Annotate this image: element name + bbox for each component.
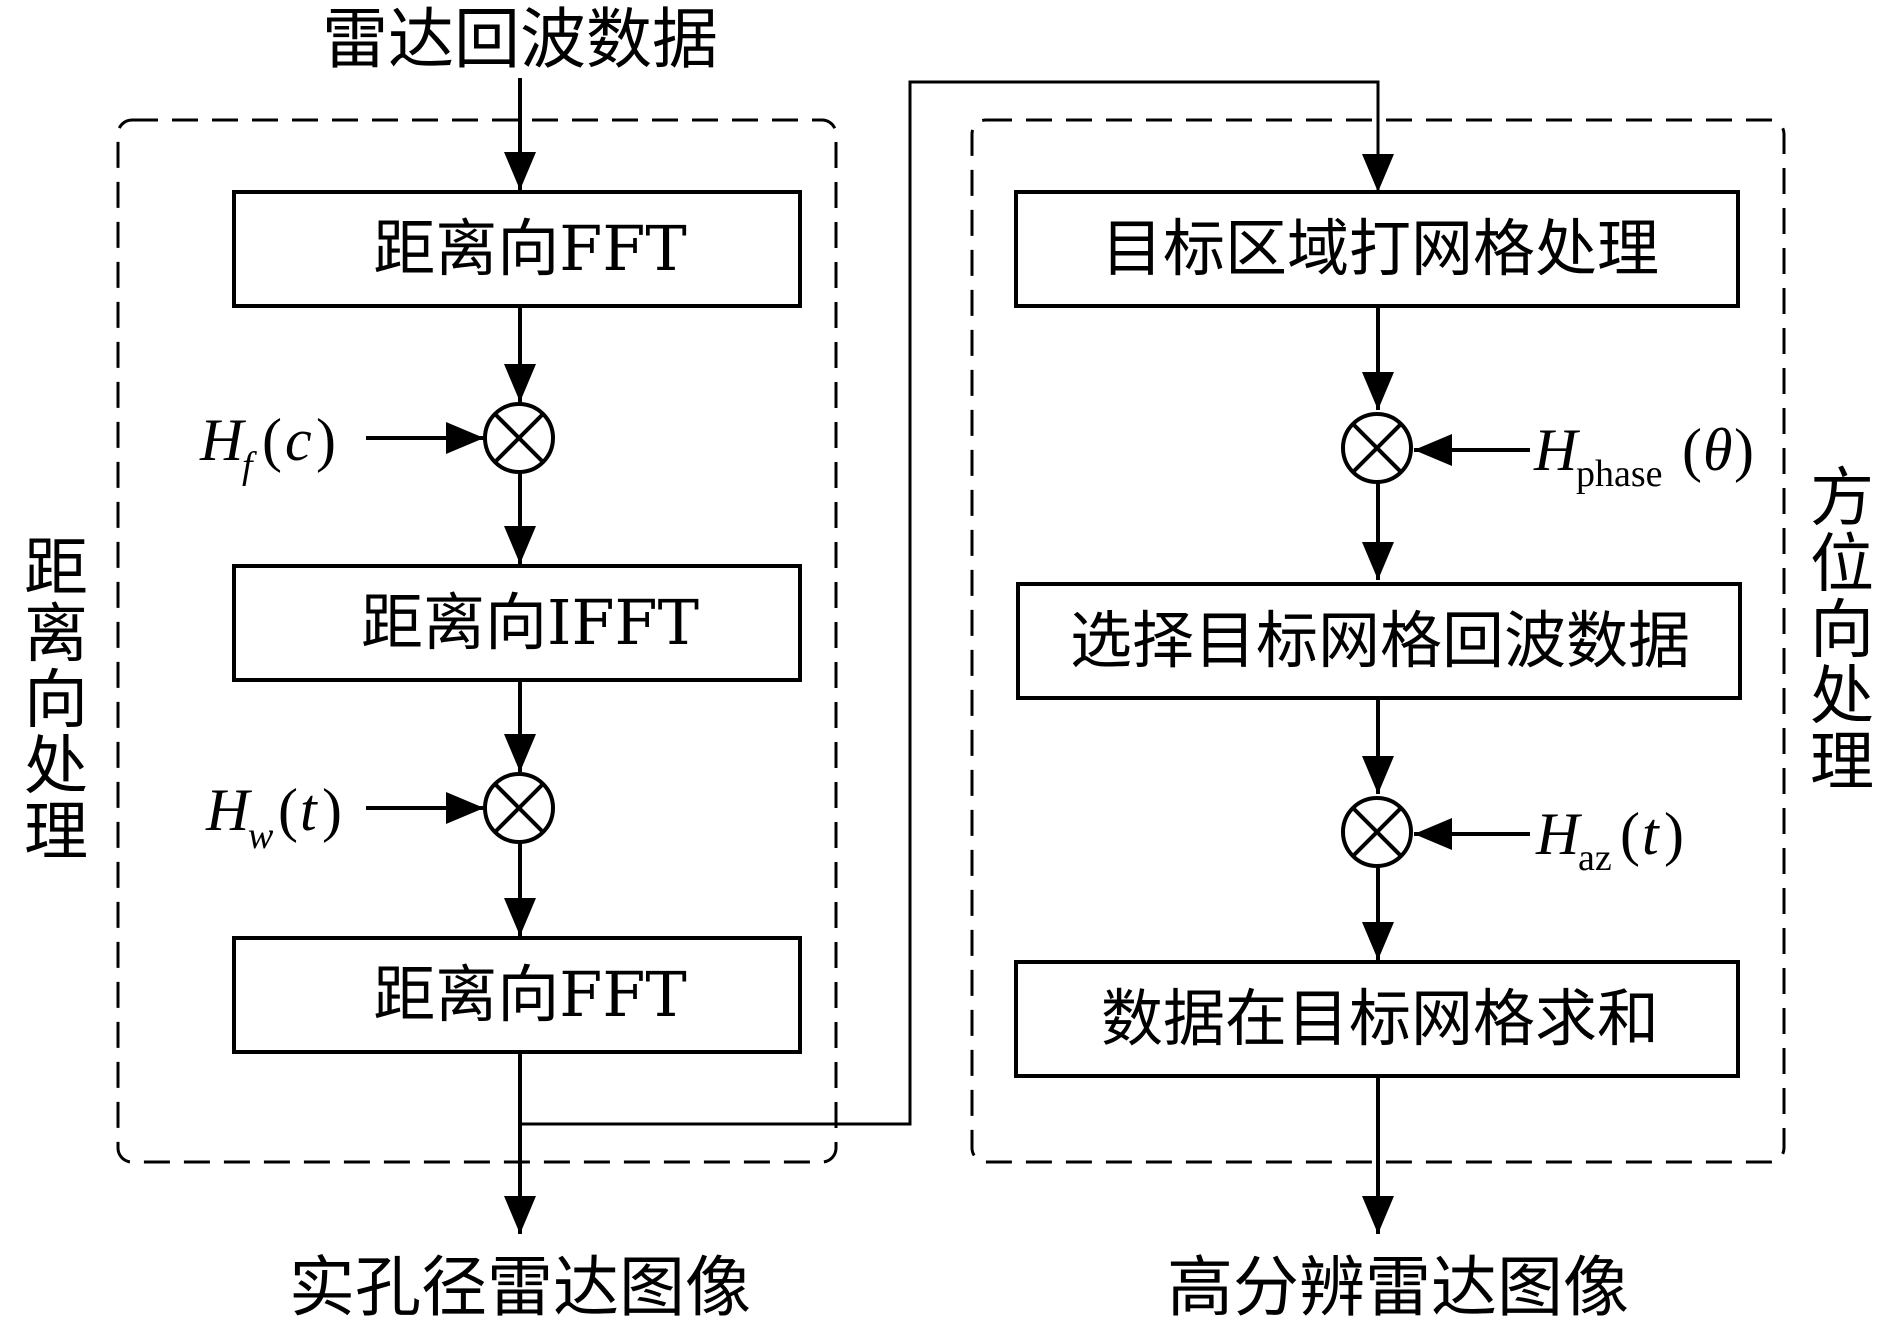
- factor-symbol: H: [1535, 801, 1583, 867]
- range-fft-box-1: [232, 190, 802, 308]
- arrowhead: [446, 422, 484, 454]
- arrowhead: [446, 792, 484, 824]
- range-fft-box-2-label: 距离向FFT: [373, 958, 686, 1031]
- select-grid-echo-box-label: 选择目标网格回波数据: [1070, 604, 1690, 677]
- factor-open-paren: (: [262, 407, 282, 473]
- grid-sum-box: [1014, 960, 1740, 1078]
- arrowhead: [1362, 756, 1394, 794]
- arrowhead: [504, 734, 536, 772]
- factor-argument: θ: [1703, 417, 1732, 483]
- range-processing-group: [116, 118, 838, 1164]
- side-label-char: 位: [1810, 528, 1874, 602]
- factor-symbol: H: [205, 777, 253, 843]
- select-grid-echo-box: [1016, 582, 1742, 700]
- factor-open-paren: (: [1682, 417, 1702, 483]
- range-processing-side-label: 距 离 向 处 理: [24, 532, 88, 870]
- factor-close-paren: ): [1734, 417, 1754, 483]
- arrowhead: [1414, 434, 1452, 466]
- side-label-char: 处: [1810, 660, 1874, 734]
- factor-symbol: H: [1533, 417, 1581, 483]
- factor-close-paren: ): [316, 407, 336, 473]
- factor-close-paren: ): [322, 777, 342, 843]
- arrowhead: [1362, 372, 1394, 410]
- range-ifft-box-label: 距离向IFFT: [361, 586, 699, 659]
- high-resolution-output-label: 高分辨雷达图像: [1167, 1249, 1629, 1323]
- input-arrowhead: [504, 152, 536, 190]
- multiplier-icon: [483, 402, 555, 474]
- arrowhead: [504, 526, 536, 564]
- group-connector-line: [520, 80, 1380, 1126]
- side-label-char: 向: [24, 664, 88, 738]
- side-label-char: 方: [1810, 462, 1874, 536]
- range-ifft-box: [232, 564, 802, 682]
- grid-sum-box-label: 数据在目标网格求和: [1101, 982, 1659, 1055]
- multiplier-icon: [1341, 412, 1413, 484]
- factor-open-paren: (: [278, 777, 298, 843]
- arrowhead: [504, 364, 536, 402]
- side-label-char: 理: [1810, 726, 1874, 800]
- factor-close-paren: ): [1664, 801, 1684, 867]
- multiplier-icon: [1341, 796, 1413, 868]
- side-label-char: 离: [24, 598, 88, 672]
- side-label-char: 距: [24, 532, 88, 606]
- side-label-char: 处: [24, 730, 88, 804]
- grid-target-area-box: [1014, 190, 1740, 308]
- phase-compensation-factor: H phase ( θ ): [1533, 417, 1754, 495]
- azimuth-processing-side-label: 方 位 向 处 理: [1810, 462, 1874, 800]
- arrowhead: [1362, 922, 1394, 960]
- connector-arrowhead: [1362, 154, 1394, 192]
- range-fft-box-1-label: 距离向FFT: [373, 212, 686, 285]
- range-fft-box-2: [232, 936, 802, 1054]
- azimuth-factor: H az ( t ): [1535, 801, 1684, 879]
- real-aperture-output-label: 实孔径雷达图像: [289, 1249, 751, 1323]
- side-label-char: 理: [24, 796, 88, 870]
- range-window-factor: H w ( t ): [205, 777, 342, 857]
- multiplier-icon: [483, 772, 555, 844]
- factor-open-paren: (: [1620, 801, 1640, 867]
- factor-argument: t: [300, 777, 318, 843]
- factor-subscript: phase: [1576, 453, 1663, 495]
- grid-target-area-box-label: 目标区域打网格处理: [1101, 212, 1659, 285]
- input-label: 雷达回波数据: [322, 1, 718, 78]
- output-arrowhead: [504, 1196, 536, 1234]
- side-label-char: 向: [1810, 594, 1874, 668]
- factor-subscript: f: [242, 445, 257, 487]
- output-arrowhead: [1362, 1196, 1394, 1234]
- range-filter-factor: H f ( c ): [199, 407, 336, 487]
- arrowhead: [504, 898, 536, 936]
- factor-argument: c: [285, 407, 312, 473]
- arrowhead: [1414, 818, 1452, 850]
- factor-subscript: w: [248, 815, 274, 857]
- factor-symbol: H: [199, 407, 247, 473]
- factor-subscript: az: [1578, 837, 1612, 879]
- arrowhead: [1362, 542, 1394, 580]
- factor-argument: t: [1642, 801, 1660, 867]
